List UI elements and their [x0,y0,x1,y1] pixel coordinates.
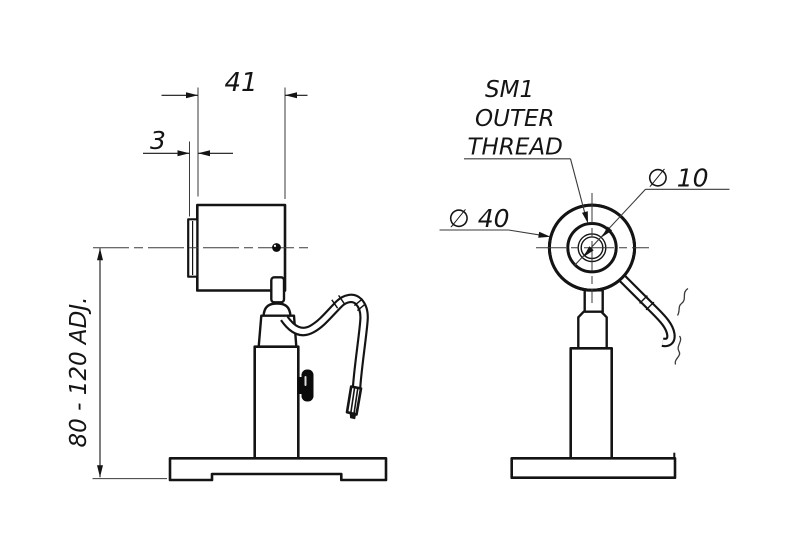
side-cable-connector [345,385,363,420]
front-cable-tick [639,295,648,304]
front-cable-break-squiggle [674,335,682,365]
side-cable-inner [281,295,367,390]
side-view [93,203,388,482]
side-setscrew-dot [272,243,281,252]
front-cable-inner [619,275,674,346]
front-cable [618,274,676,348]
side-swivel-dome [262,302,292,317]
front-post-top [577,310,608,350]
dia-10-label: ∅ 10 [647,164,709,193]
leader-arrow [538,231,551,238]
side-thumbscrew-highlight [304,376,307,386]
front-neck [583,289,604,314]
dimension-dia-40: ∅ 40 [439,204,551,238]
side-setscrew-highlight [273,244,277,247]
side-base [168,457,388,482]
front-view [510,193,689,479]
side-cable [280,293,369,390]
side-cable-tick [356,303,367,312]
leader-arrow [582,211,588,224]
dimension-dia-10: ∅ 10 [574,164,730,266]
front-post [569,346,614,460]
front-cable-break-squiggle [676,287,689,316]
leader-arrow [601,226,613,238]
dimension-arrow [285,92,297,99]
side-thumbscrew-knob [301,369,314,402]
leader-line [569,158,588,220]
dimension-height-label: 80 - 120 ADJ. [66,297,92,448]
leader-arrow [583,246,594,258]
dimension-41-label: 41 [224,68,257,98]
note-line-1: SM1 [485,77,534,103]
dimension-arrow [97,248,103,261]
front-base [510,456,677,479]
note-sm1-outer-thread: SM1 OUTER THREAD [464,77,588,224]
dimension-3: 3 [143,126,233,217]
dimension-3-label: 3 [150,126,166,155]
side-post [253,345,300,460]
dimension-arrow [97,465,103,478]
note-line-2: OUTER [475,106,555,132]
side-cable-tick [331,299,339,309]
dimension-arrow [177,150,190,157]
dimension-arrow [186,92,198,99]
dia-40-label: ∅ 40 [448,204,510,233]
side-cable-tick [338,295,345,305]
side-cable-tick [353,298,364,307]
dimension-41: 41 [161,68,308,199]
front-cable-tick [645,301,655,311]
side-thumbscrew-neck [297,377,304,394]
note-line-3: THREAD [468,135,563,161]
dimension-arrow [198,150,210,157]
side-mount-tab [270,276,286,304]
dimension-height-adjust: 80 - 120 ADJ. [66,248,167,480]
